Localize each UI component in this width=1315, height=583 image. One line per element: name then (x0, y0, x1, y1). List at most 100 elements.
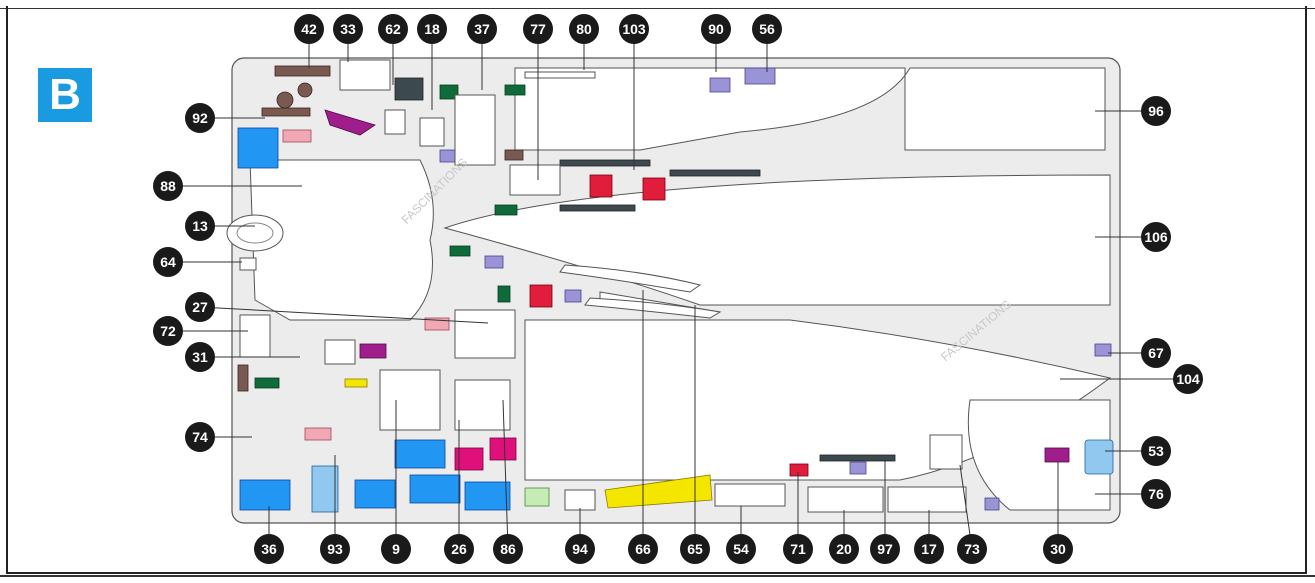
callout-circle-9 (381, 534, 411, 564)
callout-label-37: 37 (474, 21, 490, 37)
callout-circle-74 (185, 422, 215, 452)
lavender-parts (439, 67, 1112, 511)
callout-label-74: 74 (192, 429, 208, 445)
callout-circle-80 (569, 14, 599, 44)
callout-circle-67 (1141, 338, 1171, 368)
callout-label-26: 26 (451, 541, 467, 557)
callout-label-103: 103 (622, 21, 646, 37)
callout-circle-66 (628, 534, 658, 564)
callout-label-71: 71 (790, 541, 806, 557)
callout-label-96: 96 (1148, 103, 1164, 119)
callout-label-62: 62 (385, 21, 401, 37)
callout-label-42: 42 (301, 21, 317, 37)
callout-label-94: 94 (572, 541, 588, 557)
part-13 (226, 214, 284, 252)
leader-line-86 (502, 399, 509, 550)
callout-circle-77 (523, 14, 553, 44)
callout-label-53: 53 (1148, 443, 1164, 459)
callout-label-20: 20 (836, 541, 852, 557)
callout-circle-17 (914, 534, 944, 564)
leader-line-27 (199, 306, 489, 324)
callout-label-93: 93 (327, 541, 343, 557)
brown-parts (237, 65, 524, 392)
callout-circle-18 (417, 14, 447, 44)
callout-label-104: 104 (1176, 371, 1200, 387)
panel-96 (514, 67, 1106, 151)
page-frame (6, 6, 1307, 574)
callout-label-106: 106 (1144, 229, 1168, 245)
callout-circle-53 (1141, 436, 1171, 466)
red-parts (529, 174, 809, 477)
callout-circle-37 (467, 14, 497, 44)
callout-label-86: 86 (500, 541, 516, 557)
callout-circle-104 (1173, 364, 1203, 394)
callout-label-54: 54 (733, 541, 749, 557)
callout-label-66: 66 (635, 541, 651, 557)
callout-label-31: 31 (192, 349, 208, 365)
callout-label-56: 56 (759, 21, 775, 37)
callout-circle-65 (680, 534, 710, 564)
callout-circle-20 (829, 534, 859, 564)
callout-circle-72 (153, 316, 183, 346)
callout-circle-90 (701, 14, 731, 44)
callout-circle-33 (333, 14, 363, 44)
callout-label-92: 92 (192, 110, 208, 126)
callout-label-65: 65 (687, 541, 703, 557)
dark-gray-parts (394, 77, 896, 462)
callout-label-77: 77 (530, 21, 546, 37)
callout-label-13: 13 (192, 218, 208, 234)
callout-label-72: 72 (160, 323, 176, 339)
callout-circle-64 (153, 247, 183, 277)
purple-parts (324, 109, 1070, 463)
callout-label-90: 90 (708, 21, 724, 37)
leader-lines (168, 29, 1188, 550)
callout-circle-36 (254, 534, 284, 564)
blue-parts (237, 127, 511, 511)
callout-circle-27 (185, 292, 215, 322)
callout-circle-54 (726, 534, 756, 564)
light-green-parts (524, 487, 550, 507)
yellow-parts (344, 378, 713, 509)
callout-label-64: 64 (160, 254, 176, 270)
callout-label-67: 67 (1148, 345, 1164, 361)
callout-label-80: 80 (576, 21, 592, 37)
callout-circle-13 (185, 211, 215, 241)
callout-circle-103 (619, 14, 649, 44)
callout-circle-42 (294, 14, 324, 44)
callout-circle-97 (870, 534, 900, 564)
callout-circle-92 (185, 103, 215, 133)
white-structure-parts (239, 59, 967, 513)
callout-circle-26 (444, 534, 474, 564)
callout-label-73: 73 (964, 541, 980, 557)
callout-label-9: 9 (392, 541, 400, 557)
callout-circle-106 (1141, 222, 1171, 252)
magenta-parts (454, 437, 517, 471)
callout-circle-62 (378, 14, 408, 44)
callout-circle-93 (320, 534, 350, 564)
callout-circle-86 (493, 534, 523, 564)
top-border (0, 0, 1315, 9)
callout-circle-94 (565, 534, 595, 564)
callout-circle-96 (1141, 96, 1171, 126)
callout-label-17: 17 (921, 541, 937, 557)
callout-circle-31 (185, 342, 215, 372)
callout-label-33: 33 (340, 21, 356, 37)
callout-label-76: 76 (1148, 486, 1164, 502)
callout-label-97: 97 (877, 541, 893, 557)
callout-circle-73 (957, 534, 987, 564)
callout-circle-30 (1043, 534, 1073, 564)
light-blue-parts (311, 439, 1114, 513)
green-parts (254, 84, 526, 389)
callout-label-18: 18 (424, 21, 440, 37)
callout-circle-71 (783, 534, 813, 564)
callout-label-36: 36 (261, 541, 277, 557)
callout-label-30: 30 (1050, 541, 1066, 557)
panel-53-76 (967, 399, 1111, 511)
callout-circle-76 (1141, 479, 1171, 509)
bottom-border (0, 575, 1315, 577)
sheet-letter-badge: B (38, 68, 92, 122)
callout-label-27: 27 (192, 299, 208, 315)
panel-88 (249, 159, 434, 321)
